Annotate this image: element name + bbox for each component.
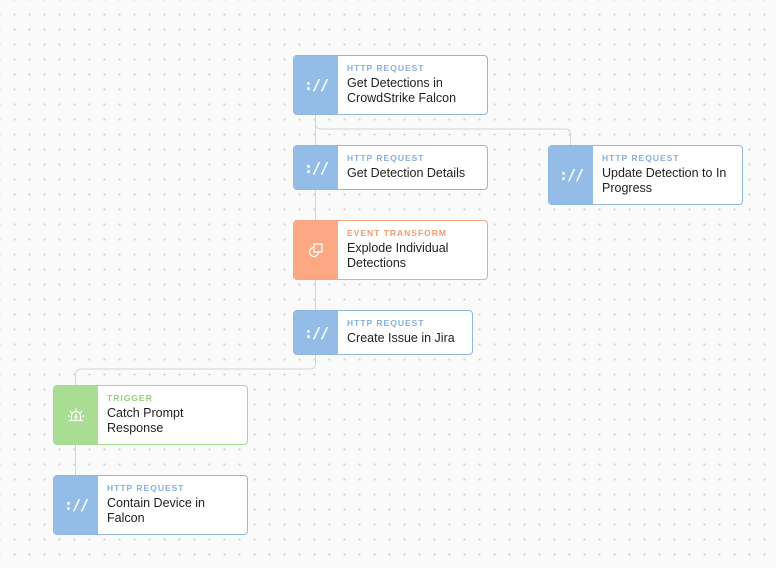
node-name: Update Detection to In Progress: [602, 166, 727, 195]
node-icon-box: [54, 386, 98, 444]
node-create-issue-jira[interactable]: :// HTTP REQUEST Create Issue in Jira: [293, 310, 473, 355]
node-name: Catch Prompt Response: [107, 406, 184, 435]
node-kind-label: HTTP REQUEST: [347, 63, 425, 73]
node-get-detection-details[interactable]: :// HTTP REQUEST Get Detection Details: [293, 145, 488, 190]
node-update-detection[interactable]: :// HTTP REQUEST Update Detection to In …: [548, 145, 743, 205]
node-icon-box: ://: [294, 56, 338, 114]
node-kind-label: EVENT TRANSFORM: [347, 228, 447, 238]
connector-get-detections-to-update: [315, 114, 571, 146]
protocol-icon: ://: [558, 166, 584, 184]
node-kind-label: HTTP REQUEST: [107, 483, 185, 493]
protocol-icon: ://: [303, 76, 329, 94]
node-name: Get Detections in CrowdStrike Falcon: [347, 76, 457, 105]
node-icon-box: ://: [549, 146, 593, 204]
node-name: Contain Device in Falcon: [107, 496, 205, 525]
node-icon-box: [294, 221, 338, 279]
transform-icon: [308, 243, 323, 258]
connector-jira-to-trigger: [75, 354, 316, 386]
node-explode-detections[interactable]: EVENT TRANSFORM Explode Individual Detec…: [293, 220, 488, 280]
node-kind-label: HTTP REQUEST: [347, 153, 425, 163]
node-name: Get Detection Details: [347, 166, 466, 180]
node-kind-label: HTTP REQUEST: [347, 318, 425, 328]
node-name: Create Issue in Jira: [347, 331, 455, 345]
node-name: Explode Individual Detections: [347, 241, 449, 270]
node-icon-box: ://: [294, 146, 338, 189]
node-contain-device[interactable]: :// HTTP REQUEST Contain Device in Falco…: [53, 475, 248, 535]
node-kind-label: TRIGGER: [107, 393, 153, 403]
node-get-detections[interactable]: :// HTTP REQUEST Get Detections in Crowd…: [293, 55, 488, 115]
node-kind-label: HTTP REQUEST: [602, 153, 680, 163]
node-icon-box: ://: [294, 311, 338, 354]
node-icon-box: ://: [54, 476, 98, 534]
node-catch-prompt-response[interactable]: TRIGGER Catch Prompt Response: [53, 385, 248, 445]
alarm-icon: [67, 408, 85, 422]
protocol-icon: ://: [303, 323, 329, 342]
protocol-icon: ://: [303, 158, 329, 177]
protocol-icon: ://: [63, 496, 89, 514]
